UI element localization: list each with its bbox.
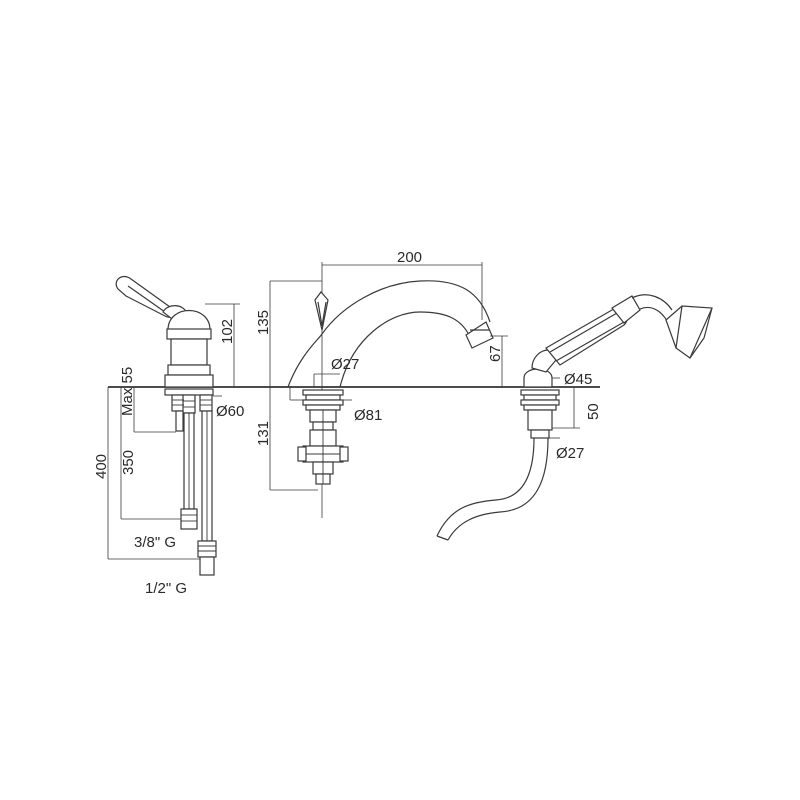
thread-12-label: 1/2" G [145,580,187,597]
dim-max55-label: Max 55 [119,367,136,416]
lever-handle-icon [115,275,187,323]
spout-under-deck [297,389,349,485]
dim-400-label: 400 [93,454,110,479]
dim-131-label: 131 [255,421,272,446]
left-dimension-lines [107,303,240,560]
dim-102-label: 102 [219,319,236,344]
dim-135-label: 135 [255,310,272,335]
dim-350-label: 350 [120,450,137,475]
dia-60-label: Ø60 [216,403,244,420]
hose-icon [436,437,549,541]
right-dimension-lines [548,377,580,439]
dim-200-label: 200 [397,249,422,266]
dim-67-label: 67 [487,345,504,362]
dia-45-label: Ø45 [564,371,592,388]
dia-27-shower-label: Ø27 [556,445,584,462]
center-dimension-lines [269,262,508,491]
dim-50-label: 50 [585,403,602,420]
thread-38-label: 3/8" G [134,534,176,551]
hand-shower-icon [523,294,713,388]
dia-81-label: Ø81 [354,407,382,424]
valve-body [164,309,214,432]
hand-shower-under-deck [520,389,560,439]
dia-27-spout-label: Ø27 [331,356,359,373]
supply-pipes [180,410,217,576]
spout-icon [287,280,494,388]
